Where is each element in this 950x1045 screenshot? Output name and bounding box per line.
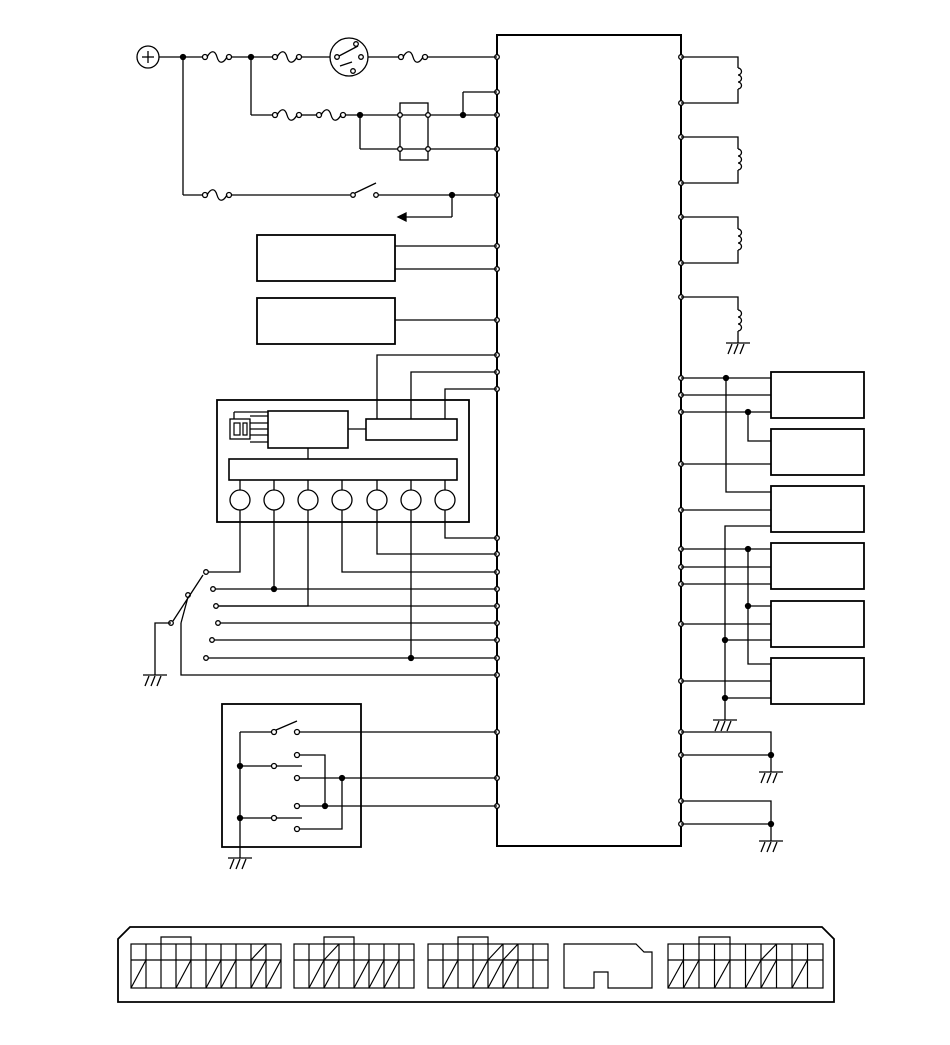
- meter-interface-block: [365, 418, 458, 441]
- selector-wires: [208, 588, 497, 659]
- ground-icon: [759, 840, 783, 853]
- sensor-box: [770, 657, 865, 705]
- sensor-box: [770, 371, 865, 419]
- indicator-lamp-icon: [263, 489, 285, 511]
- junction-dots-selector: [270, 585, 415, 662]
- fuse-icon: [271, 51, 303, 63]
- relay-icon: [397, 102, 431, 161]
- ground-icon: [713, 719, 737, 732]
- ecu-box: [496, 34, 682, 847]
- mode-switch-assembly: [221, 703, 497, 848]
- digit-display-icon: [229, 411, 268, 443]
- switch-icon: [350, 182, 379, 198]
- ground-icon: [726, 342, 750, 355]
- sensor-box: [770, 428, 865, 476]
- connector-block: [667, 936, 824, 989]
- combination-meter: [216, 399, 470, 523]
- battery-positive-icon: [136, 45, 160, 69]
- sensor-right-wires: [681, 377, 771, 720]
- arrow-icon: [396, 211, 407, 223]
- ground-icon: [759, 771, 783, 784]
- ground-icon: [228, 847, 252, 870]
- connector-block: [427, 936, 549, 989]
- junction-dots-lower: [767, 751, 775, 828]
- meter-cpu-block: [267, 410, 349, 449]
- fuse-icon: [201, 189, 233, 201]
- sensor-box: [256, 297, 396, 345]
- sensor-box: [256, 234, 396, 282]
- junction-dots-right: [721, 374, 752, 702]
- indicator-lamp-icon: [229, 489, 251, 511]
- indicator-lamp-icon: [434, 489, 456, 511]
- sensor-wires: [395, 245, 497, 321]
- ignition-switch-icon: [329, 37, 369, 77]
- junction-dots-mode: [236, 762, 346, 822]
- solenoid-coil-icon: [681, 136, 743, 184]
- fuse-icon: [315, 109, 347, 121]
- meter-wires: [206, 354, 497, 658]
- ground-wires-lower: [681, 731, 772, 841]
- indicator-lamps: [229, 480, 456, 511]
- indicator-lamp-icon: [297, 489, 319, 511]
- fuse-icon: [397, 51, 429, 63]
- junction-dots-power: [179, 53, 467, 199]
- connector-block: [130, 936, 282, 989]
- sensor-box: [770, 485, 865, 533]
- indicator-lamp-icon: [331, 489, 353, 511]
- fuse-icon: [271, 109, 303, 121]
- sensor-boxes-right: [770, 371, 865, 705]
- ground-icon: [143, 674, 167, 687]
- power-wires: [159, 56, 497, 218]
- solenoid-coil-icon: [681, 296, 743, 343]
- fuse-icon: [201, 51, 233, 63]
- solenoid-coil-icon: [681, 56, 743, 104]
- indicator-driver-block: [228, 458, 458, 481]
- solenoid-coil-icon: [681, 216, 743, 264]
- rotary-selector-switch-icon: [154, 569, 497, 676]
- sensor-box: [770, 600, 865, 648]
- indicator-lamp-icon: [400, 489, 422, 511]
- indicator-lamp-icon: [366, 489, 388, 511]
- ecu-connector-face: [117, 926, 835, 1003]
- sensor-box: [770, 542, 865, 590]
- connector-key: [563, 943, 653, 989]
- connector-block: [293, 936, 415, 989]
